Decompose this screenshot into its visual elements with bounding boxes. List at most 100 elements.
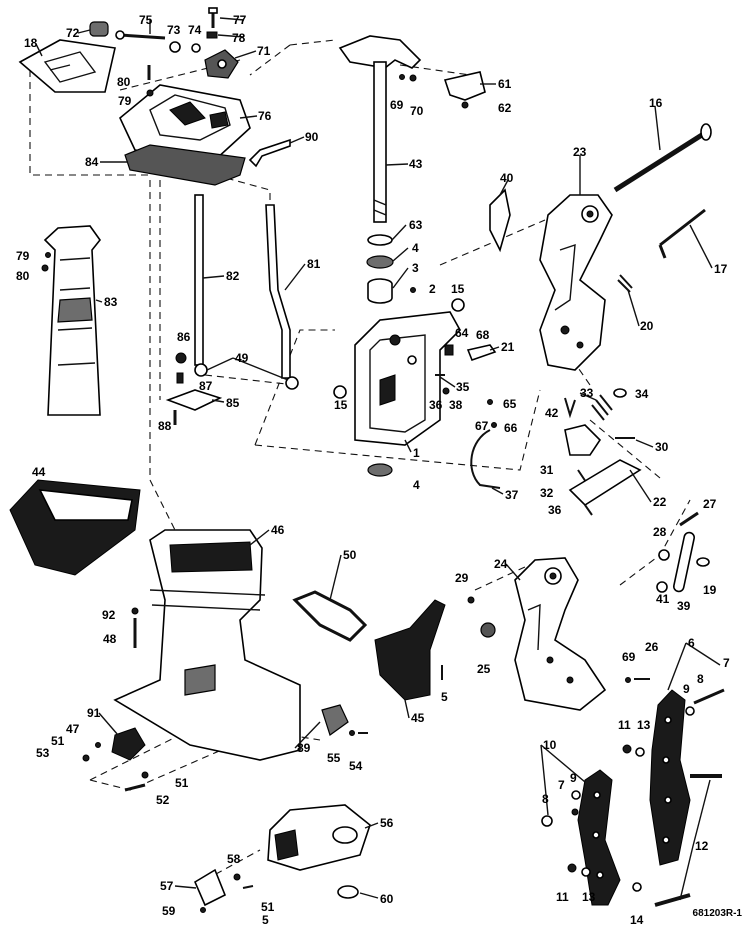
callout-17: 17 <box>714 262 728 276</box>
part-13-washer <box>635 747 645 757</box>
callout-79: 79 <box>118 94 132 108</box>
callout-50: 50 <box>343 548 357 562</box>
callout-31: 31 <box>540 463 554 477</box>
callout-5: 5 <box>262 913 269 925</box>
callout-15: 15 <box>451 282 465 296</box>
callout-26: 26 <box>645 640 659 654</box>
part-79-washer-left <box>45 252 51 258</box>
callout-76: 76 <box>258 109 272 123</box>
callout-28: 28 <box>653 525 667 539</box>
part-64 <box>444 344 454 356</box>
part-66 <box>491 422 497 428</box>
part-12-bolt-lower <box>654 893 691 907</box>
part-87 <box>176 372 184 384</box>
part-92-washer <box>131 607 139 615</box>
callout-3: 3 <box>412 261 419 275</box>
callout-54: 54 <box>349 759 363 773</box>
part-63-washer <box>367 234 393 246</box>
callout-29: 29 <box>455 571 469 585</box>
part-86 <box>175 352 187 364</box>
part-13-washer-lower <box>581 867 591 877</box>
part-34 <box>613 388 627 398</box>
part-33-spring <box>591 394 613 421</box>
part-69-lower <box>625 677 631 683</box>
part-65 <box>487 399 493 405</box>
callout-79: 79 <box>16 249 30 263</box>
callout-45: 45 <box>411 711 425 725</box>
callout-36: 36 <box>429 398 443 412</box>
part-14-washer <box>632 882 642 892</box>
part-39-link <box>673 531 695 593</box>
part-71-bushing <box>204 49 239 79</box>
callout-87: 87 <box>199 379 213 393</box>
callout-8: 8 <box>697 672 704 686</box>
part-51-washer <box>141 771 149 779</box>
callout-2: 2 <box>429 282 436 296</box>
callout-37: 37 <box>505 488 519 502</box>
part-49-grommet-2 <box>194 363 208 377</box>
parts-72-75-73-74-77-78 <box>89 7 218 53</box>
callout-25: 25 <box>477 662 491 676</box>
part-82-water-tube <box>194 194 204 366</box>
callout-69: 69 <box>390 98 404 112</box>
callout-36: 36 <box>548 503 562 517</box>
part-42-spring <box>564 397 576 419</box>
callout-63: 63 <box>409 218 423 232</box>
callout-9: 9 <box>570 771 577 785</box>
callout-39: 39 <box>677 599 691 613</box>
callout-58: 58 <box>227 852 241 866</box>
part-10-bracket <box>577 769 621 906</box>
part-89-mount <box>321 704 349 736</box>
callout-21: 21 <box>501 340 515 354</box>
part-90-tube <box>248 138 291 168</box>
callout-4: 4 <box>413 478 420 492</box>
callout-6: 6 <box>688 636 695 650</box>
callout-7: 7 <box>723 656 730 670</box>
callout-83: 83 <box>104 295 118 309</box>
part-36-pin <box>584 504 593 516</box>
leader-lines <box>35 17 721 901</box>
callout-13: 13 <box>637 718 651 732</box>
callout-67: 67 <box>475 419 489 433</box>
part-49-grommet <box>285 376 299 390</box>
callout-5: 5 <box>441 690 448 704</box>
callout-80: 80 <box>16 269 30 283</box>
part-60-nut <box>337 885 359 899</box>
part-38 <box>442 387 450 395</box>
part-51-53 <box>82 754 90 762</box>
callout-12: 12 <box>695 839 709 853</box>
callout-44: 44 <box>32 465 46 479</box>
part-44-cover <box>9 479 141 576</box>
part-19-washer <box>696 557 710 567</box>
callout-84: 84 <box>85 155 99 169</box>
part-1-swivel-bracket <box>354 311 461 446</box>
part-11-nut <box>622 744 632 754</box>
callout-80: 80 <box>117 75 131 89</box>
callout-34: 34 <box>635 387 649 401</box>
callout-24: 24 <box>494 557 508 571</box>
callout-59: 59 <box>162 904 176 918</box>
callout-7: 7 <box>558 778 565 792</box>
callout-66: 66 <box>504 421 518 435</box>
callout-91: 91 <box>87 706 101 720</box>
callout-40: 40 <box>500 171 514 185</box>
part-23-clamp-bracket <box>539 194 613 371</box>
part-15-washer <box>451 298 465 312</box>
callout-62: 62 <box>498 101 512 115</box>
callout-23: 23 <box>573 145 587 159</box>
callout-73: 73 <box>167 23 181 37</box>
part-45-cover <box>374 599 446 701</box>
callout-72: 72 <box>66 26 80 40</box>
callout-11: 11 <box>556 890 569 904</box>
part-2-fitting <box>410 287 416 293</box>
part-69 <box>399 74 405 80</box>
part-5-51 <box>242 885 254 889</box>
callout-52: 52 <box>156 793 170 807</box>
callout-22: 22 <box>653 495 667 509</box>
part-15-washer-left <box>333 385 347 399</box>
callout-64: 64 <box>455 326 469 340</box>
callout-20: 20 <box>640 319 654 333</box>
callout-57: 57 <box>160 879 174 893</box>
callout-33: 33 <box>580 386 594 400</box>
